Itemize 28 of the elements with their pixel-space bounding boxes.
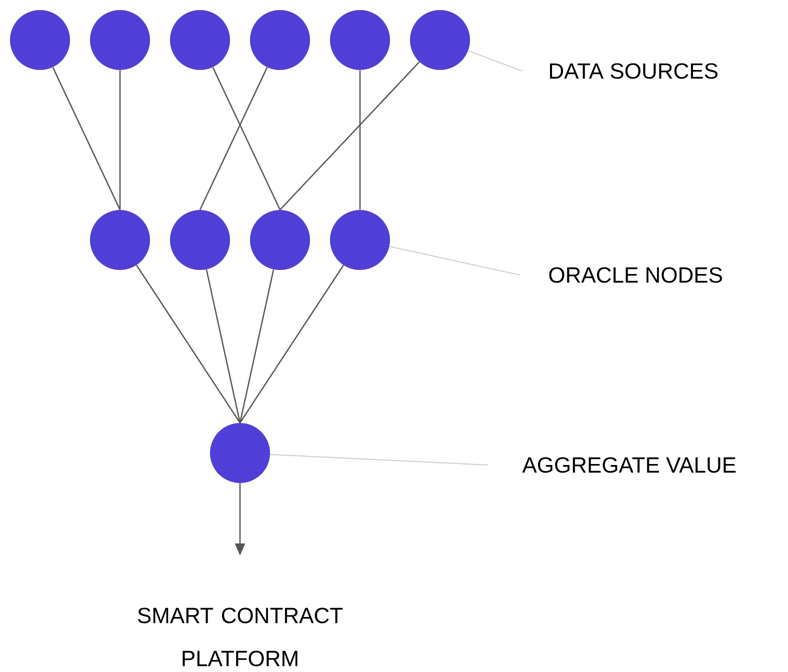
node-circle bbox=[90, 210, 150, 270]
layer-label: DATA SOURCES bbox=[550, 63, 718, 79]
leader-line bbox=[270, 454, 488, 466]
connector-line bbox=[199, 67, 268, 210]
node-circle bbox=[90, 10, 150, 70]
node-circle bbox=[330, 10, 390, 70]
layer-label: AGGREGATE VALUE bbox=[522, 457, 736, 473]
node-circle bbox=[330, 210, 390, 270]
layer-label: ORACLE NODES bbox=[549, 267, 722, 283]
node-circle bbox=[250, 10, 310, 70]
node-circle bbox=[250, 210, 310, 270]
leader-line bbox=[468, 50, 522, 72]
connector-line bbox=[206, 269, 241, 423]
node-circle bbox=[170, 210, 230, 270]
platform-label: SMART CONTRACT PLATFORM bbox=[138, 608, 343, 666]
connector-line bbox=[52, 67, 121, 210]
connector-line bbox=[119, 70, 121, 210]
connector-line bbox=[239, 264, 344, 424]
connector-line bbox=[136, 264, 241, 424]
connector-line bbox=[239, 269, 274, 423]
node-circle bbox=[170, 10, 230, 70]
node-circle bbox=[410, 10, 470, 70]
connector-line bbox=[212, 67, 281, 210]
node-circle bbox=[10, 10, 70, 70]
connector-line bbox=[280, 62, 420, 210]
leader-line bbox=[389, 246, 520, 276]
node-circle bbox=[210, 423, 270, 483]
connector-line bbox=[359, 70, 361, 210]
